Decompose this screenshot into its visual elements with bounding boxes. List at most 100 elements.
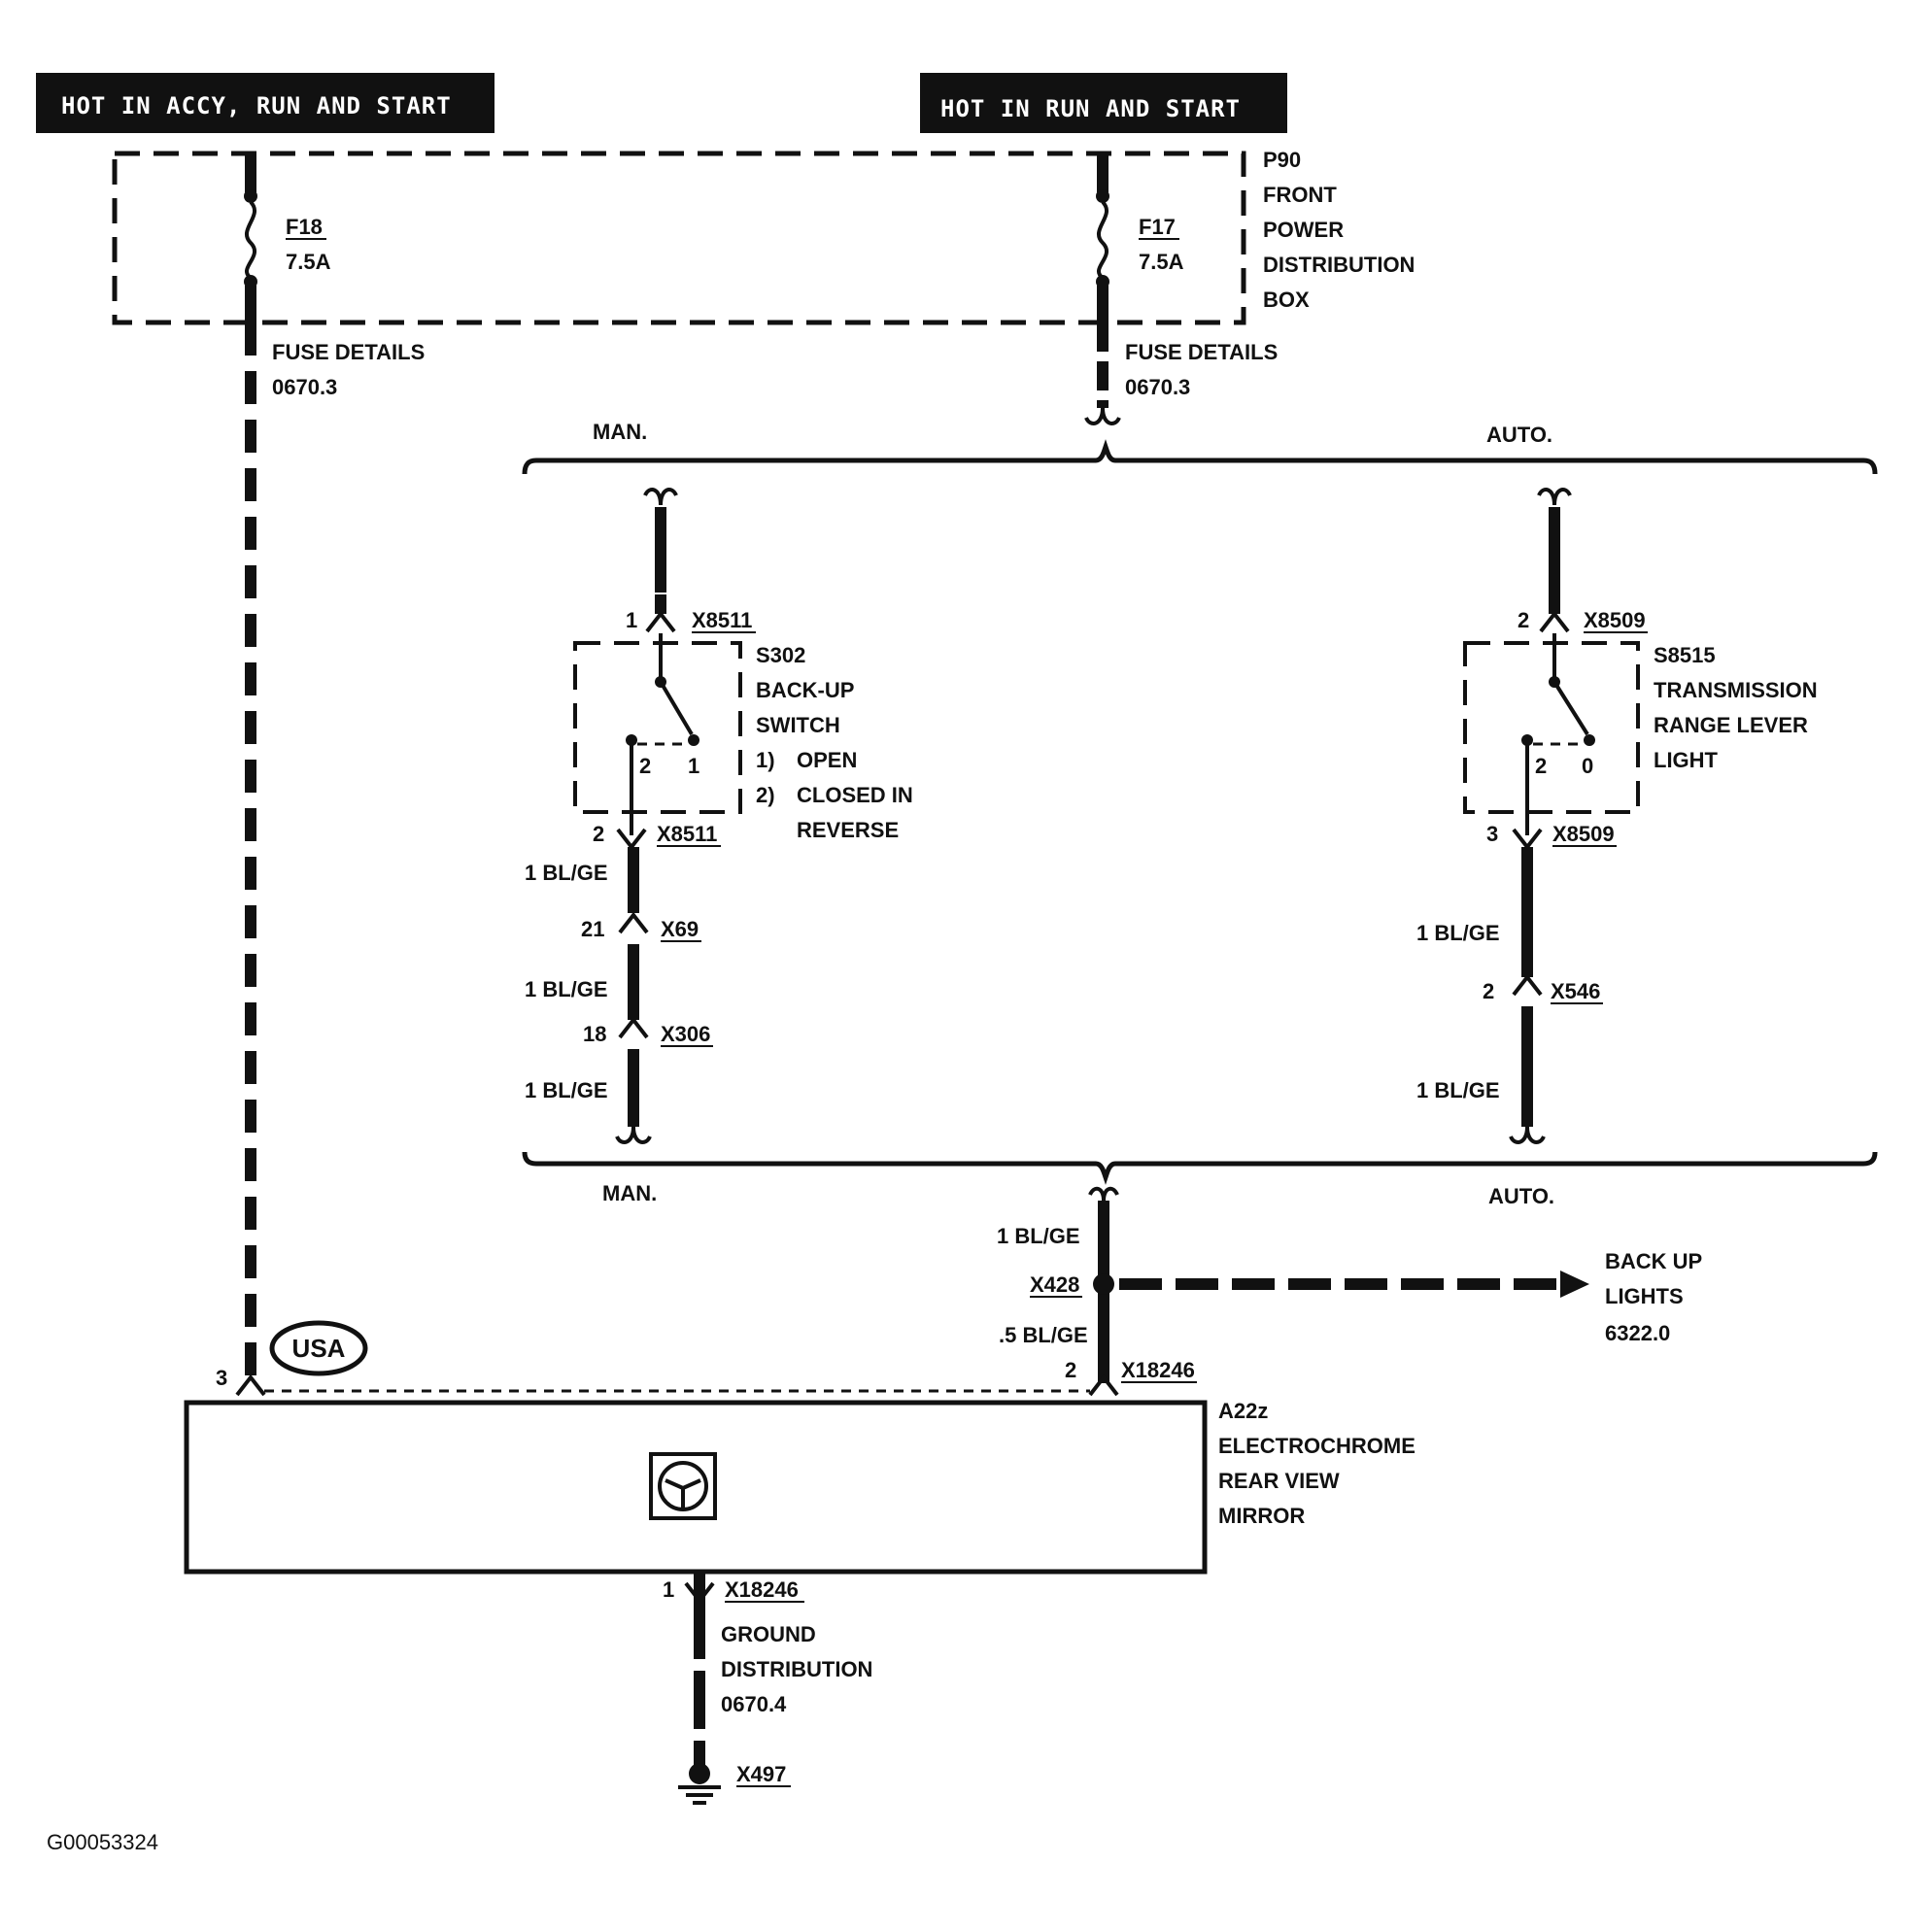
auto-top-connector-symbol xyxy=(1539,610,1570,633)
splice-x428-label: X428 xyxy=(1030,1272,1079,1297)
fuse-f18-symbol xyxy=(244,200,257,280)
mirror-line1: ELECTROCHROME xyxy=(1218,1434,1415,1458)
auto-break-symbol-bottom xyxy=(1509,1126,1546,1144)
manual-break-symbol-top xyxy=(643,488,678,506)
ground-line1: GROUND xyxy=(721,1622,816,1646)
manual-wire-3-label: 1 BL/GE xyxy=(525,1078,608,1102)
switch-s302-line2: SWITCH xyxy=(756,713,840,737)
fuse-f17-name: F17 xyxy=(1139,215,1176,239)
backup-lights-line1: BACK UP xyxy=(1605,1249,1702,1273)
connector-x306-label: X306 xyxy=(661,1022,710,1046)
fuse-f18-terminal-top xyxy=(244,189,257,203)
connector-x306-symbol xyxy=(618,1016,649,1039)
fuse-f17-details: FUSE DETAILS xyxy=(1125,340,1278,364)
mirror-module-icon xyxy=(649,1452,717,1520)
backup-lights-line2: LIGHTS xyxy=(1605,1284,1684,1308)
bottom-man-label: MAN. xyxy=(602,1181,657,1205)
backup-lights-arrow-icon xyxy=(1560,1271,1589,1298)
ground-pin: 1 xyxy=(663,1577,674,1602)
manual-wire-1-label: 1 BL/GE xyxy=(525,861,608,885)
switch-s302-id: S302 xyxy=(756,643,805,667)
switch-s302-state1-num: 1) xyxy=(756,748,775,772)
switch-s8515-line1: TRANSMISSION xyxy=(1654,678,1818,702)
header-left-text: HOT IN ACCY, RUN AND START xyxy=(61,92,452,119)
switch-s8515-outline xyxy=(1463,641,1640,814)
fuse-f18-name: F18 xyxy=(286,215,323,239)
join-wire-top-label: 1 BL/GE xyxy=(997,1224,1080,1248)
switch-s8515-line2: RANGE LEVER xyxy=(1654,713,1808,737)
manual-top-connector: X8511 xyxy=(692,608,752,632)
fuse-f17-symbol xyxy=(1096,200,1109,280)
switch-s302-contact-right-label: 1 xyxy=(688,754,699,778)
mirror-line3: MIRROR xyxy=(1218,1504,1305,1528)
mirror-id: A22z xyxy=(1218,1399,1268,1423)
fuse-box-line4: BOX xyxy=(1263,288,1310,312)
connector-x546-pin: 2 xyxy=(1483,979,1494,1003)
switch-s302-state2-num: 2) xyxy=(756,783,775,807)
connector-x306-pin: 18 xyxy=(583,1022,606,1046)
bottom-option-bracket xyxy=(522,1151,1878,1185)
manual-bottom-pin: 2 xyxy=(593,822,604,846)
auto-wire-1-label: 1 BL/GE xyxy=(1416,921,1500,945)
auto-break-symbol-top xyxy=(1537,488,1572,506)
ground-symbol-icon xyxy=(678,1763,721,1805)
connector-x546-label: X546 xyxy=(1551,979,1600,1003)
manual-wire-2-label: 1 BL/GE xyxy=(525,977,608,1001)
fuse-box-line3: DISTRIBUTION xyxy=(1263,253,1415,277)
mirror-line2: REAR VIEW xyxy=(1218,1469,1340,1493)
switch-s302-line1: BACK-UP xyxy=(756,678,854,702)
auto-top-connector: X8509 xyxy=(1584,608,1646,632)
fuse-f17-rating: 7.5A xyxy=(1139,250,1184,274)
header-right: HOT IN RUN AND START xyxy=(920,73,1287,133)
mirror-pin-3-connector-symbol xyxy=(235,1373,266,1397)
switch-s302-state2b: REVERSE xyxy=(797,818,899,842)
ground-connector: X18246 xyxy=(725,1577,799,1602)
switch-s8515-line3: LIGHT xyxy=(1654,748,1719,772)
header-left: HOT IN ACCY, RUN AND START xyxy=(36,73,495,133)
switch-s302-outline xyxy=(573,641,742,814)
usa-badge-icon xyxy=(269,1320,368,1376)
switch-s8515-blade xyxy=(1552,680,1589,736)
top-auto-label: AUTO. xyxy=(1486,423,1552,447)
auto-bottom-connector: X8509 xyxy=(1552,822,1615,846)
ground-line2: DISTRIBUTION xyxy=(721,1657,872,1681)
usa-badge-text: USA xyxy=(292,1334,346,1363)
switch-s8515-contact-0 xyxy=(1584,734,1595,746)
join-wire-bottom-label: .5 BL/GE xyxy=(999,1323,1088,1347)
switch-s302-contact-left-label: 2 xyxy=(639,754,651,778)
auto-top-pin: 2 xyxy=(1518,608,1529,632)
mirror-left-pin: 3 xyxy=(216,1366,227,1390)
backup-lights-ref: 6322.0 xyxy=(1605,1321,1670,1345)
fuse-box-line2: POWER xyxy=(1263,218,1344,242)
header-right-text: HOT IN RUN AND START xyxy=(940,95,1241,122)
connector-x69-pin: 21 xyxy=(581,917,604,941)
connector-x69-symbol xyxy=(618,911,649,934)
fuse-f18-details: FUSE DETAILS xyxy=(272,340,425,364)
ground-ref: 0670.4 xyxy=(721,1692,787,1716)
switch-s8515-contact-right-label: 0 xyxy=(1582,754,1593,778)
splice-x428 xyxy=(1093,1273,1114,1295)
right-feed-break-symbol xyxy=(1084,407,1121,425)
fuse-f18-rating: 7.5A xyxy=(286,250,331,274)
switch-s302-state2: CLOSED IN xyxy=(797,783,913,807)
join-break-symbol xyxy=(1088,1186,1119,1202)
mirror-right-connector: X18246 xyxy=(1121,1358,1195,1382)
auto-wire-2-label: 1 BL/GE xyxy=(1416,1078,1500,1102)
fuse-box-outline xyxy=(112,151,1246,325)
footer-code: G00053324 xyxy=(47,1830,158,1854)
mirror-pin-2-connector-symbol xyxy=(1088,1373,1119,1397)
bottom-auto-label: AUTO. xyxy=(1488,1184,1554,1208)
fuse-f17-terminal-top xyxy=(1096,189,1109,203)
connector-x69-label: X69 xyxy=(661,917,699,941)
manual-top-connector-symbol xyxy=(645,610,676,633)
manual-top-pin: 1 xyxy=(626,608,637,632)
switch-s8515-id: S8515 xyxy=(1654,643,1716,667)
auto-bottom-pin: 3 xyxy=(1486,822,1498,846)
switch-s8515-contact-left-label: 2 xyxy=(1535,754,1547,778)
switch-s302-blade xyxy=(659,680,694,736)
fuse-f18-ref: 0670.3 xyxy=(272,375,337,399)
connector-x546-symbol xyxy=(1512,973,1543,997)
switch-s302-state1: OPEN xyxy=(797,748,857,772)
mirror-module-box xyxy=(184,1400,1208,1575)
